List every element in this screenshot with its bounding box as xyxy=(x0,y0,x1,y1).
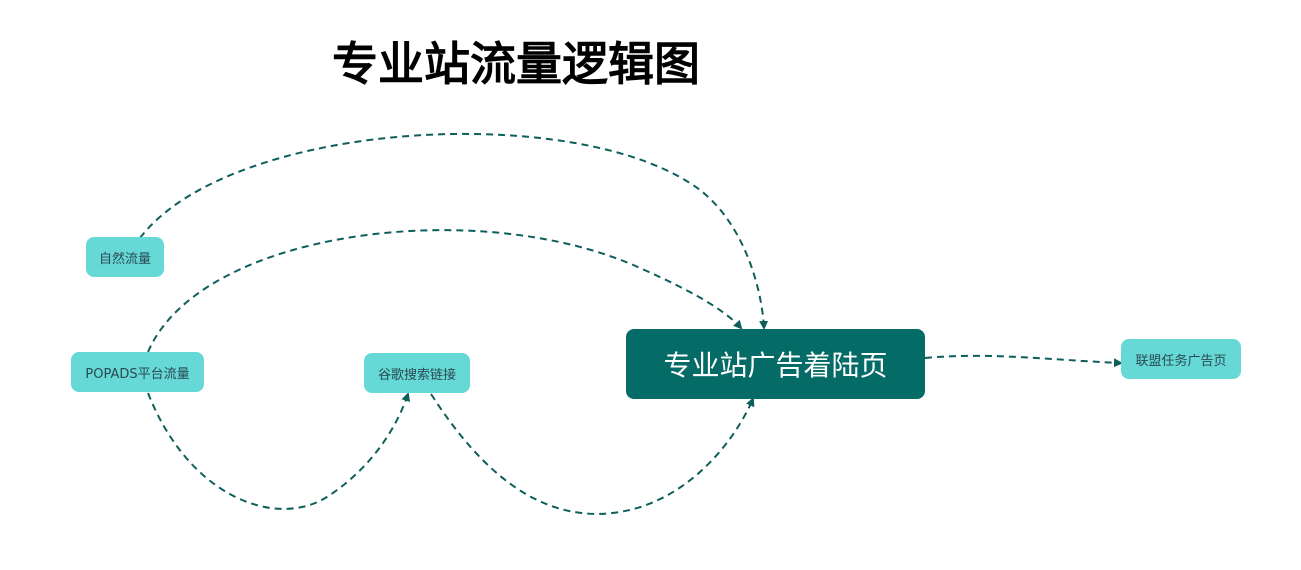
node-landing-page: 专业站广告着陆页 xyxy=(626,329,925,399)
node-landing-page-label: 专业站广告着陆页 xyxy=(663,349,888,382)
node-alliance-ad-page-label: 联盟任务广告页 xyxy=(1135,353,1227,369)
node-popads-traffic: POPADS平台流量 xyxy=(71,352,204,392)
node-popads-traffic-label: POPADS平台流量 xyxy=(85,366,190,382)
node-google-search-label: 谷歌搜索链接 xyxy=(377,367,456,383)
edge-landing-to-alliance xyxy=(924,354,1123,368)
node-alliance-ad-page: 联盟任务广告页 xyxy=(1121,339,1241,379)
node-google-search: 谷歌搜索链接 xyxy=(364,353,470,393)
edge-popads-to-landing xyxy=(147,229,743,353)
edge-google-to-landing xyxy=(430,393,755,515)
edge-natural-to-landing xyxy=(139,132,769,330)
edge-popads-to-google xyxy=(147,392,411,510)
node-natural-traffic: 自然流量 xyxy=(86,237,164,277)
node-natural-traffic-label: 自然流量 xyxy=(98,251,151,267)
diagram-title: 专业站流量逻辑图 xyxy=(332,37,700,91)
